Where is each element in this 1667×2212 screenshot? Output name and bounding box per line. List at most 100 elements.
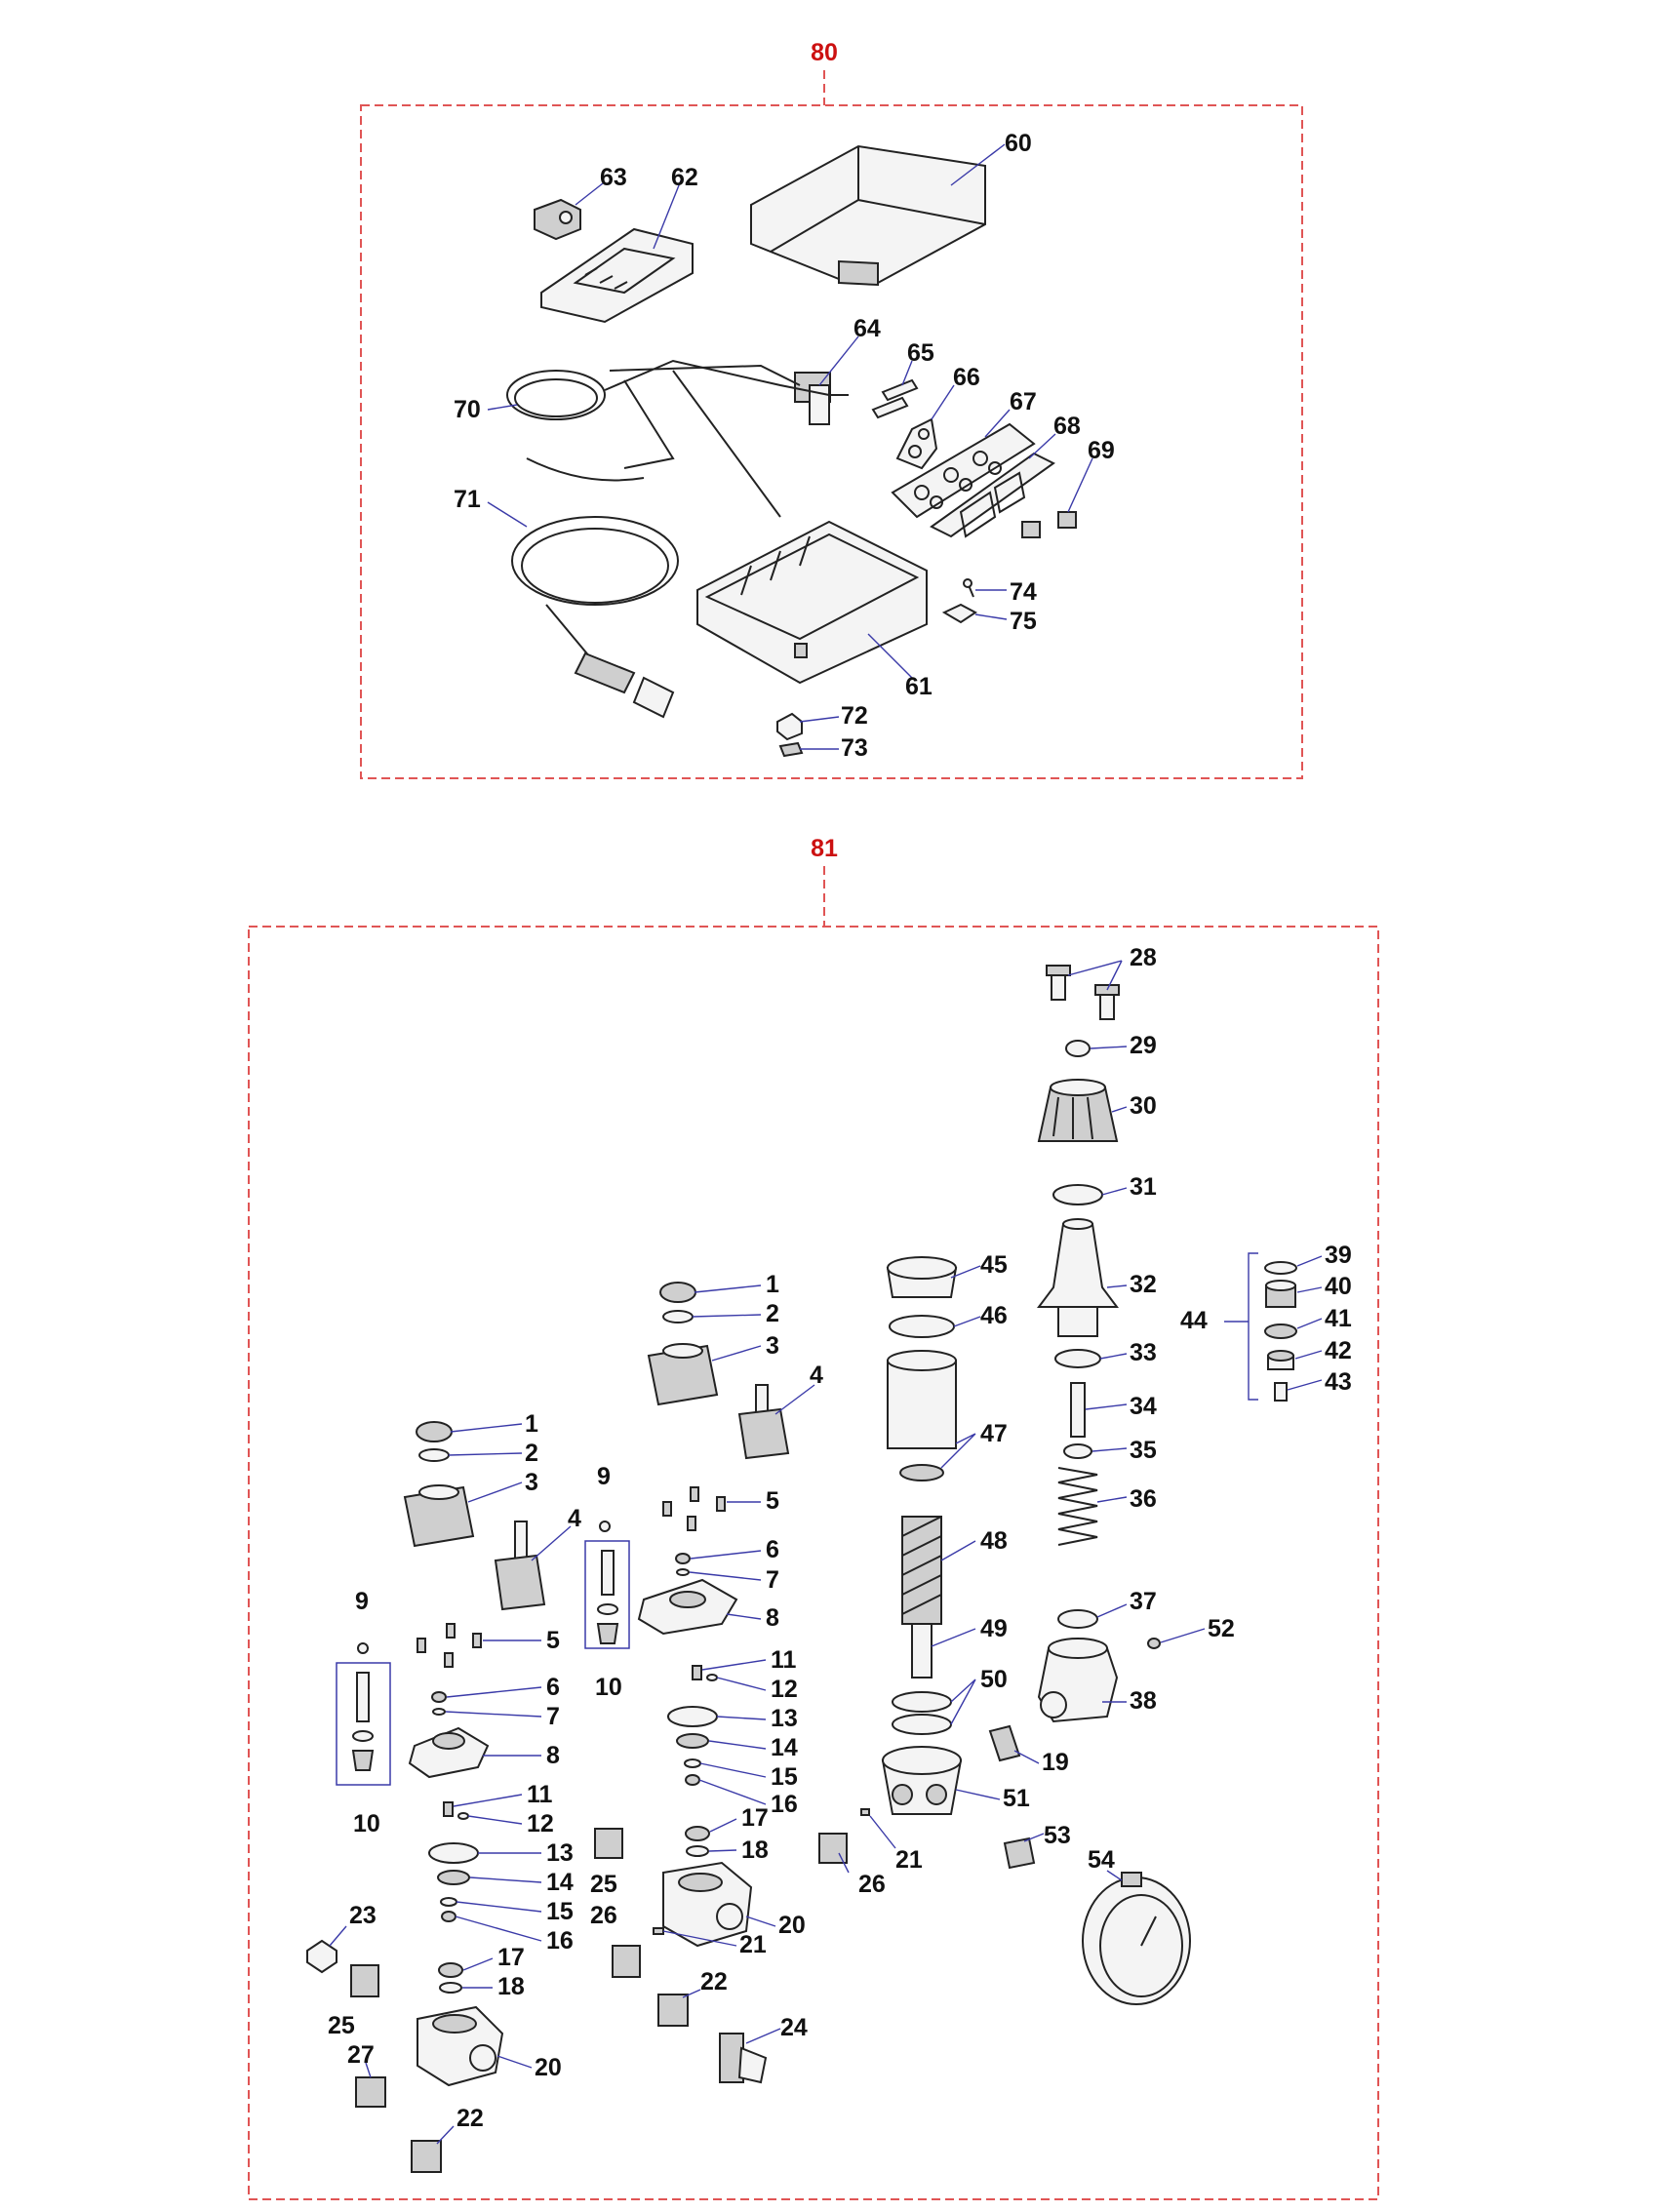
part-70-cable [506, 359, 830, 518]
leader-r7 [689, 1571, 762, 1581]
part-11-spring-l [443, 1801, 454, 1817]
leader-r18 [708, 1849, 737, 1852]
callout-67: 67 [1010, 388, 1037, 415]
callout-64: 64 [853, 315, 881, 342]
callout-33: 33 [1130, 1339, 1157, 1366]
part-65-fasteners [871, 378, 919, 419]
group-81-frame [248, 926, 1379, 2200]
part-43-pin [1274, 1382, 1288, 1402]
callout-l7: 7 [546, 1703, 560, 1730]
part-14-r [676, 1733, 709, 1749]
leader-r16 [698, 1779, 767, 1805]
leader-l1 [450, 1423, 523, 1433]
callout-l11: 11 [527, 1781, 553, 1808]
leader-36 [1096, 1496, 1128, 1503]
part-8-flange-l [408, 1726, 490, 1779]
part-51-filter-housing [881, 1746, 963, 1815]
callout-l14: 14 [546, 1869, 574, 1896]
part-50-orings [892, 1691, 952, 1735]
callout-r26: 26 [590, 1902, 617, 1929]
part-18-r [686, 1845, 709, 1857]
callout-l23: 23 [349, 1902, 377, 1929]
callout-r18: 18 [741, 1837, 769, 1864]
callout-36: 36 [1130, 1485, 1157, 1513]
leader-19 [1013, 1750, 1040, 1764]
callout-l2: 2 [525, 1440, 538, 1467]
leader-41 [1296, 1318, 1323, 1329]
callout-l16: 16 [546, 1927, 574, 1955]
leader-r20 [745, 1916, 776, 1927]
part-23-nut [306, 1939, 337, 1974]
callout-43: 43 [1325, 1368, 1352, 1396]
part-13-diaphragm-r [667, 1706, 718, 1727]
leader-r11 [701, 1659, 767, 1671]
part-21-pin-r [653, 1927, 664, 1935]
part-5-screws-l [417, 1623, 482, 1668]
part-15-r [684, 1758, 701, 1768]
callout-l17: 17 [497, 1944, 525, 1971]
callout-48: 48 [980, 1527, 1008, 1555]
leader-75 [974, 613, 1008, 620]
leader-r3 [711, 1345, 762, 1362]
part-69-connectors [1021, 511, 1077, 538]
part-18-l [439, 1982, 462, 1994]
callout-40: 40 [1325, 1273, 1352, 1300]
callout-69: 69 [1088, 437, 1115, 464]
callout-62: 62 [671, 164, 698, 191]
part-8-flange-r [637, 1578, 738, 1636]
callout-28: 28 [1130, 944, 1157, 971]
leader-42 [1294, 1350, 1323, 1360]
part-7-l [432, 1708, 446, 1716]
part-24-safety-valve [719, 2033, 768, 2084]
callout-68: 68 [1053, 413, 1081, 440]
leader-31 [1101, 1187, 1128, 1196]
part-6-r [675, 1553, 691, 1564]
leader-54 [1106, 1870, 1123, 1881]
part-39-oring [1264, 1261, 1297, 1275]
leader-50 [950, 1679, 976, 1725]
part-19-fitting [988, 1724, 1021, 1762]
leader-l2 [448, 1452, 523, 1456]
leader-l14 [469, 1876, 542, 1883]
callout-63: 63 [600, 164, 627, 191]
part-4-valve-r [737, 1384, 790, 1460]
part-48-filter-mesh [901, 1516, 942, 1625]
callout-35: 35 [1130, 1437, 1157, 1464]
callout-44: 44 [1180, 1307, 1208, 1334]
callout-73: 73 [841, 734, 868, 762]
leader-l16 [455, 1916, 542, 1942]
leader-r22 [682, 1989, 701, 1998]
part-28-screws [1046, 965, 1120, 1020]
part-3-coil-r [647, 1343, 719, 1406]
callout-l5: 5 [546, 1627, 560, 1654]
callout-r20: 20 [778, 1912, 806, 1939]
part-10-stem-r [596, 1550, 619, 1644]
callout-50: 50 [980, 1666, 1008, 1693]
callout-r5: 5 [766, 1487, 779, 1515]
leader-37 [1096, 1603, 1128, 1618]
group-80-frame [360, 104, 1303, 779]
leader-68 [1028, 433, 1056, 459]
part-10-stem-l [351, 1672, 375, 1771]
leader-70 [487, 404, 518, 411]
callout-r7: 7 [766, 1566, 779, 1594]
part-40-cartridge [1265, 1280, 1296, 1308]
part-34-pin [1070, 1382, 1086, 1438]
leader-r21 [662, 1930, 737, 1947]
leader-r24 [745, 2028, 781, 2044]
callout-r11: 11 [771, 1646, 797, 1674]
part-68-label [930, 452, 1055, 538]
part-75-clamp [941, 603, 977, 624]
part-71-power-cable [511, 516, 679, 719]
callout-53: 53 [1044, 1822, 1071, 1849]
callout-r10: 10 [595, 1674, 622, 1701]
leader-r13 [716, 1716, 767, 1720]
callout-l12: 12 [527, 1810, 554, 1837]
part-35-washer [1063, 1443, 1092, 1459]
part-20-body-l [417, 2005, 504, 2087]
callout-30: 30 [1130, 1092, 1157, 1120]
part-17-r [685, 1826, 710, 1841]
callout-r14: 14 [771, 1734, 798, 1761]
part-20-body-r [662, 1861, 753, 1948]
